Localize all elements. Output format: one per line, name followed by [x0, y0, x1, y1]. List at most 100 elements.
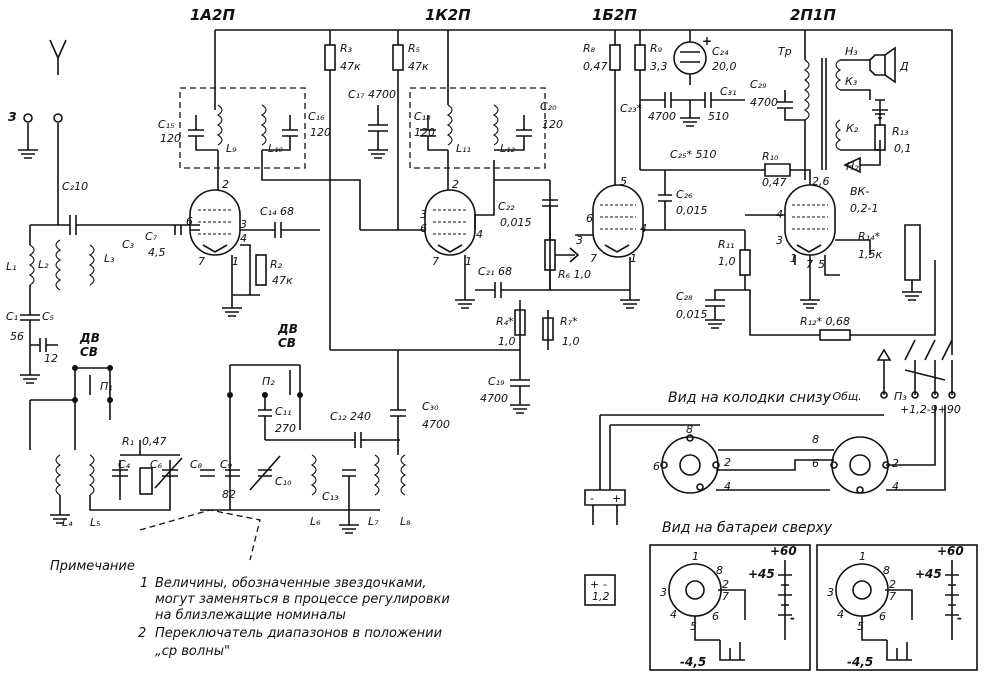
if-can-1 [179, 87, 306, 169]
c22-label: C₂₂ [498, 200, 515, 213]
svg-text:Н₃: Н₃ [845, 45, 858, 58]
coil-l10 [260, 104, 267, 146]
sockets-section: Вид на колодки снизу - + 8 6 2 4 8 6 2 4 [584, 390, 946, 525]
svg-text:7: 7 [722, 590, 729, 603]
svg-text:2: 2 [722, 578, 729, 591]
r4-resistor [514, 300, 526, 350]
c28-label: C₂₈ [676, 290, 693, 303]
c17-label: C₁₇ 4700 [348, 88, 396, 101]
cell-label: 1,2 [592, 590, 610, 603]
r11-value: 1,0 [718, 255, 736, 268]
p3-label: П₃ [894, 390, 907, 403]
tube-envelope [189, 189, 241, 256]
c3-label: C₃ [122, 238, 135, 251]
c24-value: 20,0 [712, 60, 737, 73]
ground-terminal [23, 113, 33, 123]
svg-text:1: 1 [465, 255, 472, 268]
svg-text:1: 1 [692, 550, 699, 563]
c11-value: 270 [275, 422, 296, 435]
note-1-line-1: Величины, обозначенные звездочками, [155, 576, 427, 591]
note-2-line-2: „ср волны" [155, 644, 230, 659]
c12-label: C₁₂ 240 [330, 410, 371, 423]
note-2-line-1: Переключатель диапазонов в положении [155, 626, 442, 641]
svg-text:4: 4 [670, 608, 677, 621]
batteries-section: Вид на батареи сверху + - 1,2 1 8 3 4 5 … [584, 520, 978, 671]
c22-value: 0,015 [500, 216, 532, 229]
tube-label-1k2p: 1К2П [425, 6, 471, 24]
r13-value: 0,1 [894, 142, 912, 155]
svg-text:7: 7 [889, 590, 896, 603]
svg-text:6: 6 [653, 460, 660, 473]
c25-label: C₂₅* 510 [670, 148, 717, 161]
svg-text:6: 6 [586, 212, 593, 225]
c26-label: C₂₆ [676, 188, 693, 201]
note-1-number: 1 [140, 576, 148, 591]
svg-text:3: 3 [420, 208, 427, 221]
l1-label: L₁ [6, 260, 17, 273]
c4-label: C₄ [118, 458, 131, 471]
sv-label-1: СВ [80, 345, 98, 359]
bat-left-neg: -4,5 [680, 655, 706, 669]
svg-text:8: 8 [716, 564, 723, 577]
antenna-terminal [53, 113, 63, 123]
r4-value: 1,0 [498, 335, 516, 348]
c7-label: C₇ [145, 230, 158, 243]
svg-text:4: 4 [240, 232, 247, 245]
l4-label: L₄ [62, 516, 73, 529]
svg-text:7: 7 [590, 252, 597, 265]
bat-left-60: +60 [770, 544, 797, 558]
coil-l1 [28, 244, 35, 286]
c16-value: 120 [310, 126, 331, 139]
svg-text:4: 4 [892, 480, 899, 493]
svg-text:8: 8 [686, 423, 693, 436]
coil-l8 [400, 454, 407, 496]
svg-text:4: 4 [640, 222, 647, 235]
coil-l6 [310, 454, 317, 496]
svg-text:2: 2 [889, 578, 896, 591]
l3-label: L₃ [104, 252, 115, 265]
svg-text:1: 1 [630, 252, 637, 265]
r7-value: 1,0 [562, 335, 580, 348]
plug-plus: + [612, 492, 621, 505]
svg-text:-: - [603, 578, 607, 591]
c7-value: 4,5 [148, 246, 166, 259]
dv-label-2: ДВ [277, 322, 298, 336]
r8-value: 0,47 [583, 60, 608, 73]
ground-icon [680, 100, 700, 127]
ground-icon [794, 255, 820, 309]
tube-1k2p: C₁₈ 120 C₂₀ 120 L₁₁ L₁₂ 2 3 6 4 7 1 C₂₁ … [330, 30, 630, 414]
svg-text:2: 2 [452, 178, 459, 191]
bias-resistors: R₃ 47к R₅ 47к C₁₇ 4700 [324, 30, 429, 350]
r10-label: R₁₀ [762, 150, 779, 163]
c14-label: C₁₄ 68 [260, 205, 294, 218]
c5-label: C₅ [42, 310, 54, 323]
r12-label: R₁₂* 0,68 [800, 315, 850, 328]
c24-label: C₂₄ [712, 45, 729, 58]
svg-text:2: 2 [724, 456, 731, 469]
battery-block-left [649, 544, 811, 671]
l7-label: L₇ [368, 515, 379, 528]
bat-right-45: +45 [915, 567, 942, 581]
c2-label: C₂10 [62, 180, 88, 193]
dv-label-1: ДВ [79, 331, 100, 345]
r9-label: R₉ [650, 42, 663, 55]
coil-l7 [373, 454, 380, 496]
c20-label: C₂₀ [540, 100, 557, 113]
ground-resistor [902, 224, 922, 301]
r10-value: 0,47 [762, 176, 787, 189]
ground-icon [18, 123, 38, 159]
r6-label: R₆ 1,0 [558, 268, 591, 281]
r13-label: R₁₃ [892, 125, 909, 138]
svg-text:2,6: 2,6 [812, 175, 830, 188]
l8-label: L₈ [400, 515, 411, 528]
c8-label: C₈ [190, 458, 203, 471]
c19-value: 4700 [480, 392, 508, 405]
c21-label: C₂₁ 68 [478, 265, 512, 278]
c6-label: C₆ [150, 458, 163, 471]
batteries-title: Вид на батареи сверху [662, 520, 833, 536]
bat-right-neg: -4,5 [847, 655, 873, 669]
plug-icon [584, 489, 626, 506]
l10-label: L₁₀ [268, 142, 284, 155]
ground-icon [620, 257, 640, 309]
